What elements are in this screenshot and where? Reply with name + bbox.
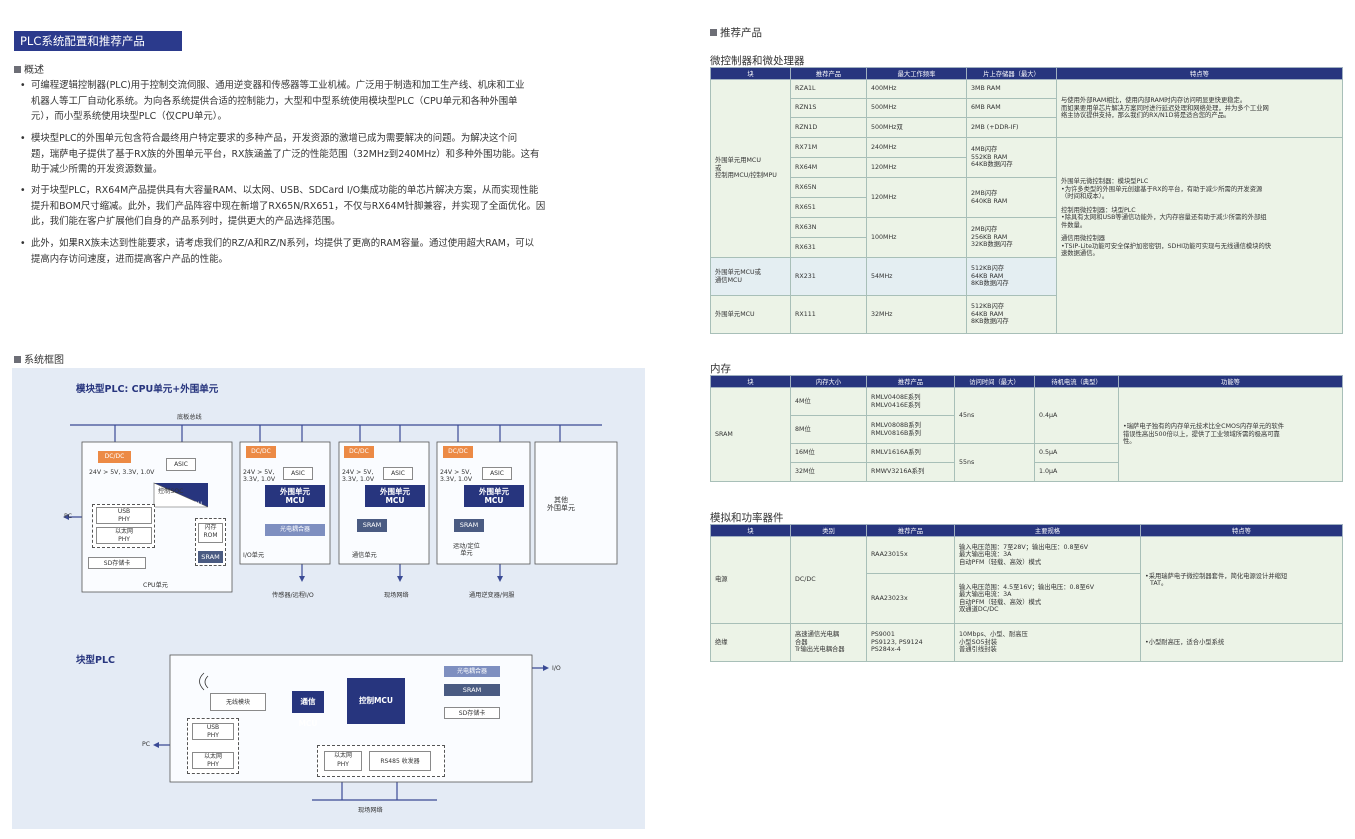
io-dcdc-box: DC/DC <box>246 446 276 458</box>
comm-mcu-box: 通信MCU <box>292 691 324 728</box>
motion-sram-box: SRAM <box>454 519 484 532</box>
rx-feature-cell: 外围单元微控制器：模块型PLC•为许多类型的外围单元创建基于RX的平台，有助于减… <box>1056 137 1343 334</box>
square-bullet-icon <box>14 356 21 363</box>
comm-voltage-label: 24V > 5V,3.3V, 1.0V <box>342 469 375 483</box>
analog-table-title: 模拟和功率器件 <box>710 512 784 524</box>
control-mcu-box: 控制MCU <box>347 678 405 724</box>
io-label: I/O <box>552 665 561 672</box>
other-unit-label: 其他外围单元 <box>547 496 575 512</box>
mcu-table-title: 微控制器和微处理器 <box>710 55 805 67</box>
square-bullet-icon <box>14 66 21 73</box>
cpu-asic-box: ASIC <box>166 458 196 471</box>
analog-table: 块类别推荐产品主要规格特点等 电源 DC/DC RAA23015x 输入电压范围… <box>710 524 1343 662</box>
cpu-unit-label: CPU单元 <box>143 582 168 589</box>
memory-table: 块内存大小推荐产品访问时间（最大）待机电流（典型）功能等 SRAM 4M位 RM… <box>710 375 1343 482</box>
comm-dcdc-box: DC/DC <box>344 446 374 458</box>
page-title: PLC系统配置和推荐产品 <box>14 31 182 51</box>
block-optocoupler-box: 光电耦合器 <box>444 666 500 677</box>
block-sram-box: SRAM <box>444 684 500 696</box>
diagram-heading: 系统框图 <box>14 351 64 366</box>
overview-paragraph-2: • 模块型PLC的外围单元包含符合最终用户特定要求的多种产品，开发资源的激增已成… <box>20 133 540 176</box>
overview-paragraph-1: • 可编程逻辑控制器(PLC)用于控制交流伺服、通用逆变器和传感器等工业机械。广… <box>20 80 525 123</box>
sd-card-box: SD存储卡 <box>88 557 146 569</box>
overview-paragraph-4: • 此外，如果RX族未达到性能要求，请考虑我们的RZ/A和RZ/N系列，均提供了… <box>20 238 534 265</box>
pc-label: PC <box>64 513 73 520</box>
field-network-label: 现场网络 <box>384 592 409 599</box>
cpu-voltage-label: 24V > 5V, 3.3V, 1.0V <box>89 469 155 476</box>
system-block-diagram: 模块型PLC: CPU单元+外围单元 底板总线 DC/DC 24V > 5V, … <box>12 368 645 829</box>
modular-plc-title: 模块型PLC: CPU单元+外围单元 <box>76 384 219 395</box>
io-voltage-label: 24V > 5V,3.3V, 1.0V <box>243 469 276 483</box>
comm-asic-box: ASIC <box>383 467 413 480</box>
block-field-network-label: 现场网络 <box>358 807 383 814</box>
wireless-module-box: 无线模块 <box>210 693 266 711</box>
inverter-servo-label: 通用逆变器/伺服 <box>469 592 515 599</box>
cpu-dcdc-box: DC/DC <box>98 451 131 463</box>
block-pc-label: PC <box>142 741 151 748</box>
sensor-io-label: 传感器/远程I/O <box>272 592 314 599</box>
overview-heading: 概述 <box>14 61 44 76</box>
control-mpu-label: 控制MPU <box>176 501 202 508</box>
io-asic-box: ASIC <box>283 467 313 480</box>
comm-unit-label: 通信单元 <box>352 552 377 559</box>
square-bullet-icon <box>710 29 717 36</box>
block-plc-title: 块型PLC <box>76 655 115 666</box>
motion-asic-box: ASIC <box>482 467 512 480</box>
rz-feature-cell: 与使用外部RAM相比，使用内部RAM时内存访问明显更快更稳定。而如果要用单芯片解… <box>1056 79 1343 138</box>
rs485-transceiver-box: RS485 收发器 <box>369 751 431 771</box>
io-unit-label: I/O单元 <box>243 552 265 559</box>
optocoupler-box: 光电耦合器 <box>265 524 325 536</box>
comm-sram-box: SRAM <box>357 519 387 532</box>
motion-dcdc-box: DC/DC <box>443 446 473 458</box>
block-sd-card-box: SD存储卡 <box>444 707 500 719</box>
overview-paragraph-3: • 对于块型PLC，RX64M产品提供具有大容量RAM、以太网、USB、SDCa… <box>20 185 546 228</box>
cpu-sram-box: SRAM <box>198 551 223 563</box>
wireless-signal-icon <box>199 672 209 691</box>
motion-unit-label: 运动/定位单元 <box>453 543 480 557</box>
memory-table-title: 内存 <box>710 363 731 375</box>
control-soc-label: 控制SOC <box>158 488 184 495</box>
backplane-bus-label: 底板总线 <box>177 414 202 421</box>
recommended-heading: 推荐产品 <box>710 25 762 40</box>
motion-voltage-label: 24V > 5V,3.3V, 1.0V <box>440 469 473 483</box>
